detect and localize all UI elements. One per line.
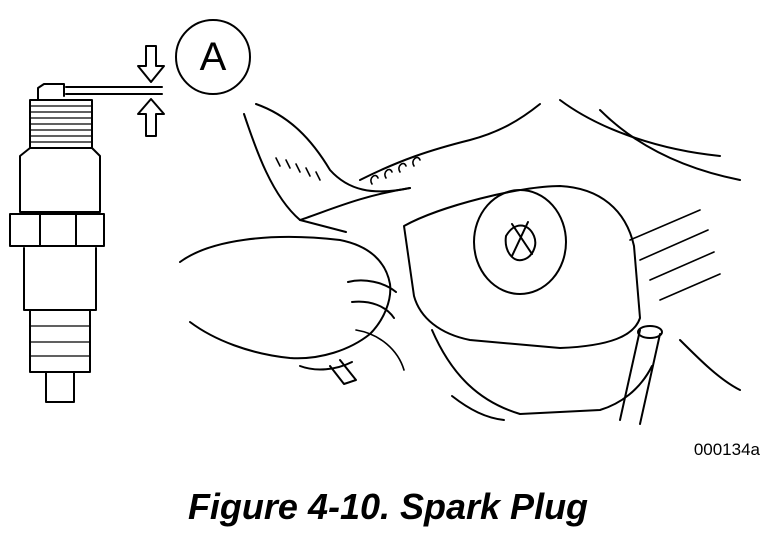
hand-drawing: [179, 235, 405, 385]
figure-code: 000134a: [693, 440, 760, 459]
engine-drawing: [243, 99, 741, 425]
figure-caption: Figure 4-10. Spark Plug: [187, 486, 589, 527]
callout-circle: [175, 19, 251, 95]
gap-indicator: [65, 45, 165, 137]
callout-label: A: [199, 34, 227, 79]
spark-plug-drawing: [9, 83, 105, 403]
spark-plug-illustration: [9, 19, 741, 425]
